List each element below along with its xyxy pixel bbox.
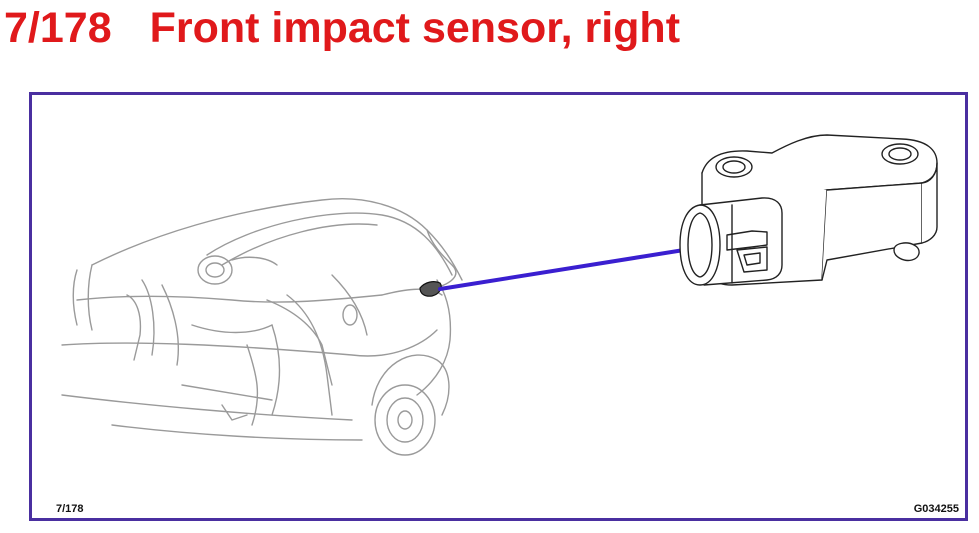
title-text: Front impact sensor, right — [149, 4, 681, 52]
sensor-drawing — [679, 134, 938, 286]
sensor-location-marker — [419, 281, 442, 297]
page-title: 7/178 Front impact sensor, right — [4, 2, 680, 54]
car-outline — [61, 198, 463, 456]
page-reference: 7/178 — [56, 503, 84, 515]
leader-line — [438, 248, 686, 291]
illustration — [61, 134, 938, 456]
image-reference: G034255 — [913, 503, 959, 515]
illustration-frame: 7/178 G034255 — [29, 92, 968, 521]
title-code: 7/178 — [4, 4, 112, 52]
